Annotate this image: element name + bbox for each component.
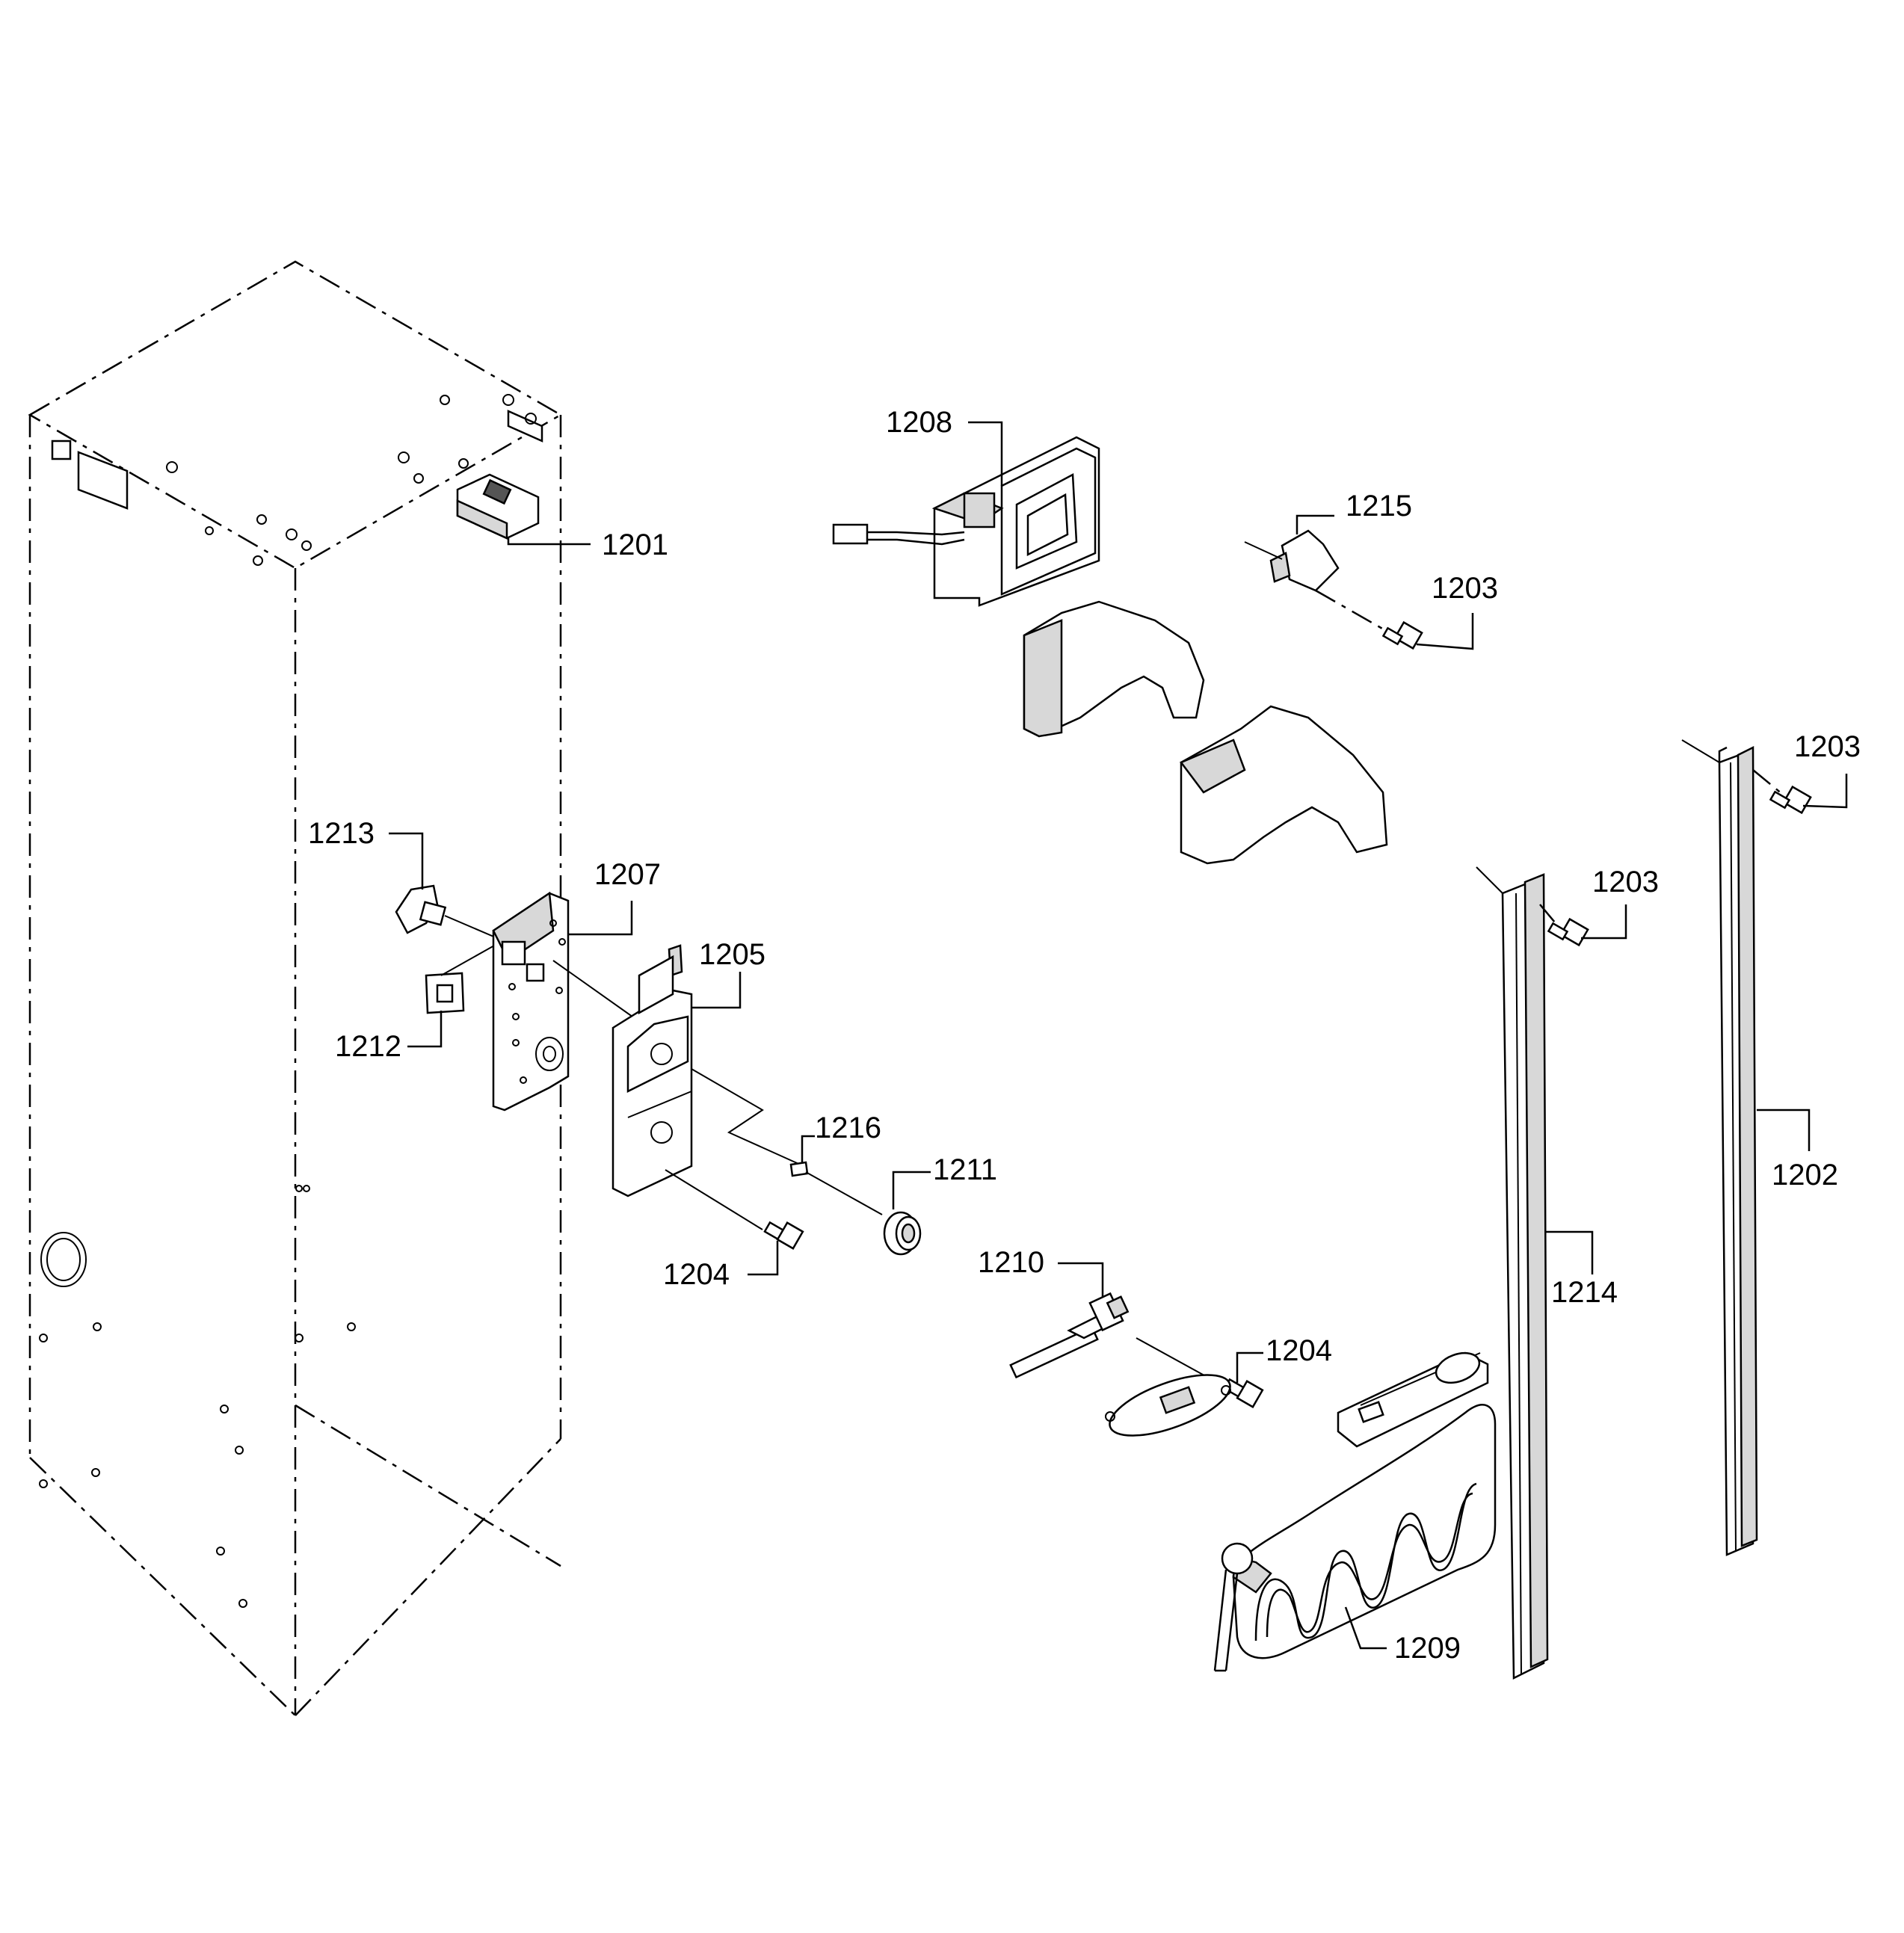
part-1215: [1244, 514, 1395, 637]
part-1216: [789, 1135, 883, 1215]
part-1210: [1009, 1262, 1212, 1380]
screw-1203-c: [1547, 904, 1627, 947]
label-1215: 1215: [1346, 490, 1412, 522]
part-1211: [883, 1171, 931, 1256]
label-1203-a: 1203: [1432, 572, 1498, 605]
label-1205: 1205: [699, 938, 765, 971]
cabinet-outline: [28, 260, 563, 1716]
label-1204-a: 1204: [663, 1258, 730, 1291]
label-1214: 1214: [1551, 1276, 1618, 1309]
label-1202: 1202: [1772, 1159, 1838, 1191]
part-1212: [407, 941, 502, 1048]
screw-1204-a: [748, 1221, 804, 1276]
part-1202: [1681, 739, 1811, 1556]
label-1203-b: 1203: [1794, 730, 1861, 763]
screw-1203-b: [1769, 774, 1848, 815]
foam-blocks: [1023, 600, 1388, 865]
part-1214: [1476, 866, 1594, 1680]
label-1207: 1207: [594, 858, 661, 891]
label-1208: 1208: [886, 406, 952, 439]
label-1213: 1213: [308, 817, 375, 850]
label-1201: 1201: [602, 528, 668, 561]
label-1216: 1216: [815, 1112, 881, 1144]
part-1207: [492, 891, 644, 1112]
label-1204-b: 1204: [1266, 1334, 1332, 1367]
part-1213: [389, 832, 498, 939]
part-1205: [611, 944, 804, 1230]
label-1212: 1212: [335, 1030, 401, 1063]
part-1201: [456, 473, 591, 546]
label-1203-c: 1203: [1592, 866, 1659, 898]
label-1209: 1209: [1394, 1632, 1461, 1665]
screw-1203-a: [1381, 613, 1474, 650]
part-1209: [1213, 1351, 1497, 1672]
label-1210: 1210: [978, 1246, 1044, 1279]
label-1211: 1211: [933, 1153, 997, 1186]
part-1208: [832, 436, 1100, 607]
oval-cover: [1105, 1374, 1231, 1437]
callout-labels: 1208 1201 1215 1203 1203 1203 1213 1207 …: [308, 406, 1861, 1665]
